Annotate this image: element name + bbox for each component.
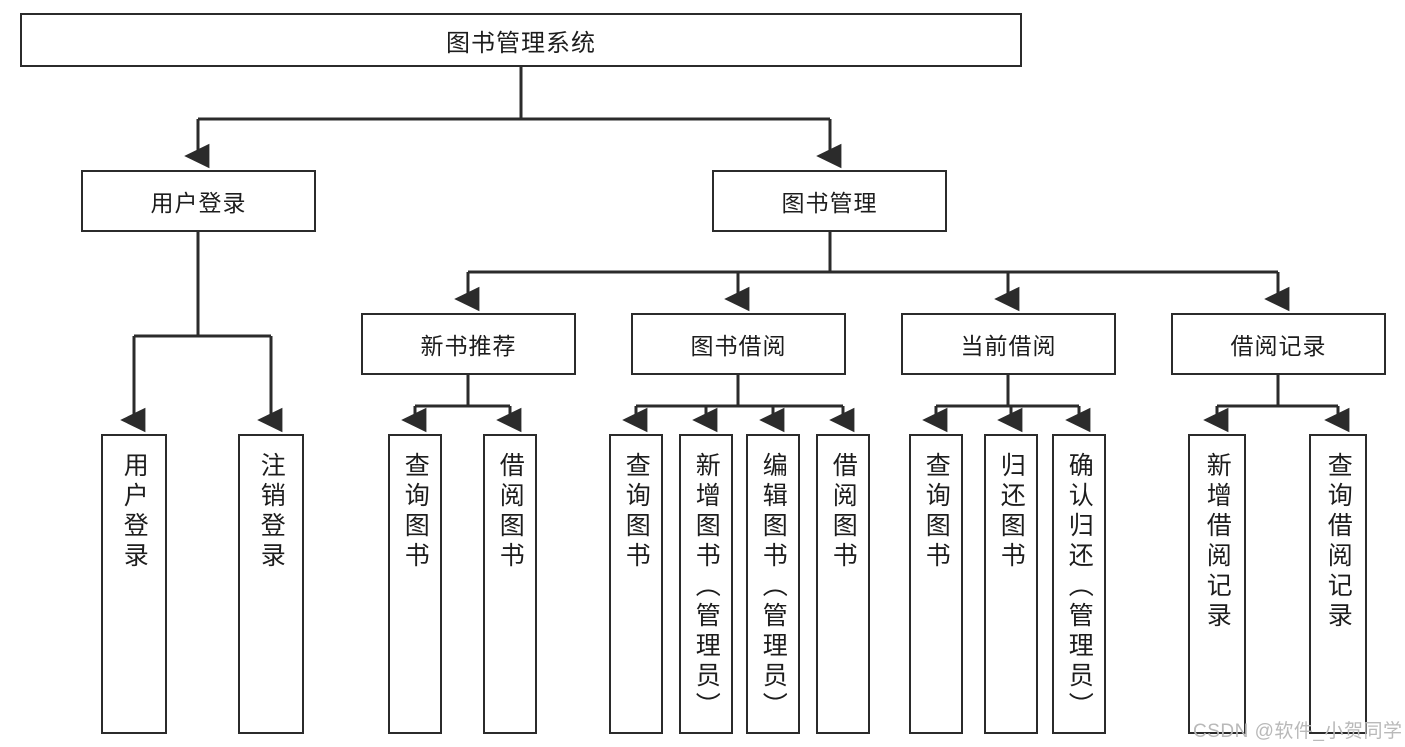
node-borrow-record-label: 借阅记录	[1230, 333, 1327, 359]
leaf-query-book-3-label: 查询图书	[922, 452, 951, 572]
leaf-user-login[interactable]: 用户登录	[101, 434, 167, 734]
leaf-query-book-1-label: 查询图书	[401, 452, 430, 572]
node-new-book-recommend[interactable]: 新书推荐	[361, 313, 576, 375]
watermark: CSDN @软件_小贺同学	[1193, 721, 1403, 742]
leaf-edit-book-label: 编辑图书（管理员）	[759, 452, 788, 722]
leaf-edit-book[interactable]: 编辑图书（管理员）	[746, 434, 800, 734]
leaf-query-book-1[interactable]: 查询图书	[388, 434, 442, 734]
leaf-user-logout[interactable]: 注销登录	[238, 434, 304, 734]
node-book-manage[interactable]: 图书管理	[712, 170, 947, 232]
leaf-add-book-label: 新增图书（管理员）	[692, 452, 721, 722]
leaf-borrow-book-2-label: 借阅图书	[829, 452, 858, 572]
leaf-add-record[interactable]: 新增借阅记录	[1188, 434, 1246, 734]
leaf-query-record[interactable]: 查询借阅记录	[1309, 434, 1367, 734]
leaf-query-record-label: 查询借阅记录	[1324, 452, 1353, 632]
leaf-user-login-label: 用户登录	[120, 452, 149, 572]
leaf-borrow-book-1[interactable]: 借阅图书	[483, 434, 537, 734]
leaf-query-book-2[interactable]: 查询图书	[609, 434, 663, 734]
leaf-borrow-book-1-label: 借阅图书	[496, 452, 525, 572]
leaf-confirm-return-label: 确认归还（管理员）	[1065, 452, 1094, 722]
leaf-add-record-label: 新增借阅记录	[1203, 452, 1232, 632]
node-borrow-record[interactable]: 借阅记录	[1171, 313, 1386, 375]
node-root[interactable]: 图书管理系统	[20, 13, 1022, 67]
node-book-borrow[interactable]: 图书借阅	[631, 313, 846, 375]
leaf-confirm-return[interactable]: 确认归还（管理员）	[1052, 434, 1106, 734]
leaf-return-book-label: 归还图书	[997, 452, 1026, 572]
leaf-add-book[interactable]: 新增图书（管理员）	[679, 434, 733, 734]
node-current-borrow-label: 当前借阅	[960, 333, 1057, 359]
node-current-borrow[interactable]: 当前借阅	[901, 313, 1116, 375]
leaf-query-book-2-label: 查询图书	[622, 452, 651, 572]
node-root-label: 图书管理系统	[446, 29, 596, 57]
node-book-borrow-label: 图书借阅	[690, 333, 787, 359]
node-new-book-recommend-label: 新书推荐	[420, 333, 517, 359]
node-user-login[interactable]: 用户登录	[81, 170, 316, 232]
leaf-borrow-book-2[interactable]: 借阅图书	[816, 434, 870, 734]
node-book-manage-label: 图书管理	[781, 190, 878, 216]
node-user-login-label: 用户登录	[150, 190, 247, 216]
leaf-user-logout-label: 注销登录	[257, 452, 286, 572]
leaf-return-book[interactable]: 归还图书	[984, 434, 1038, 734]
leaf-query-book-3[interactable]: 查询图书	[909, 434, 963, 734]
